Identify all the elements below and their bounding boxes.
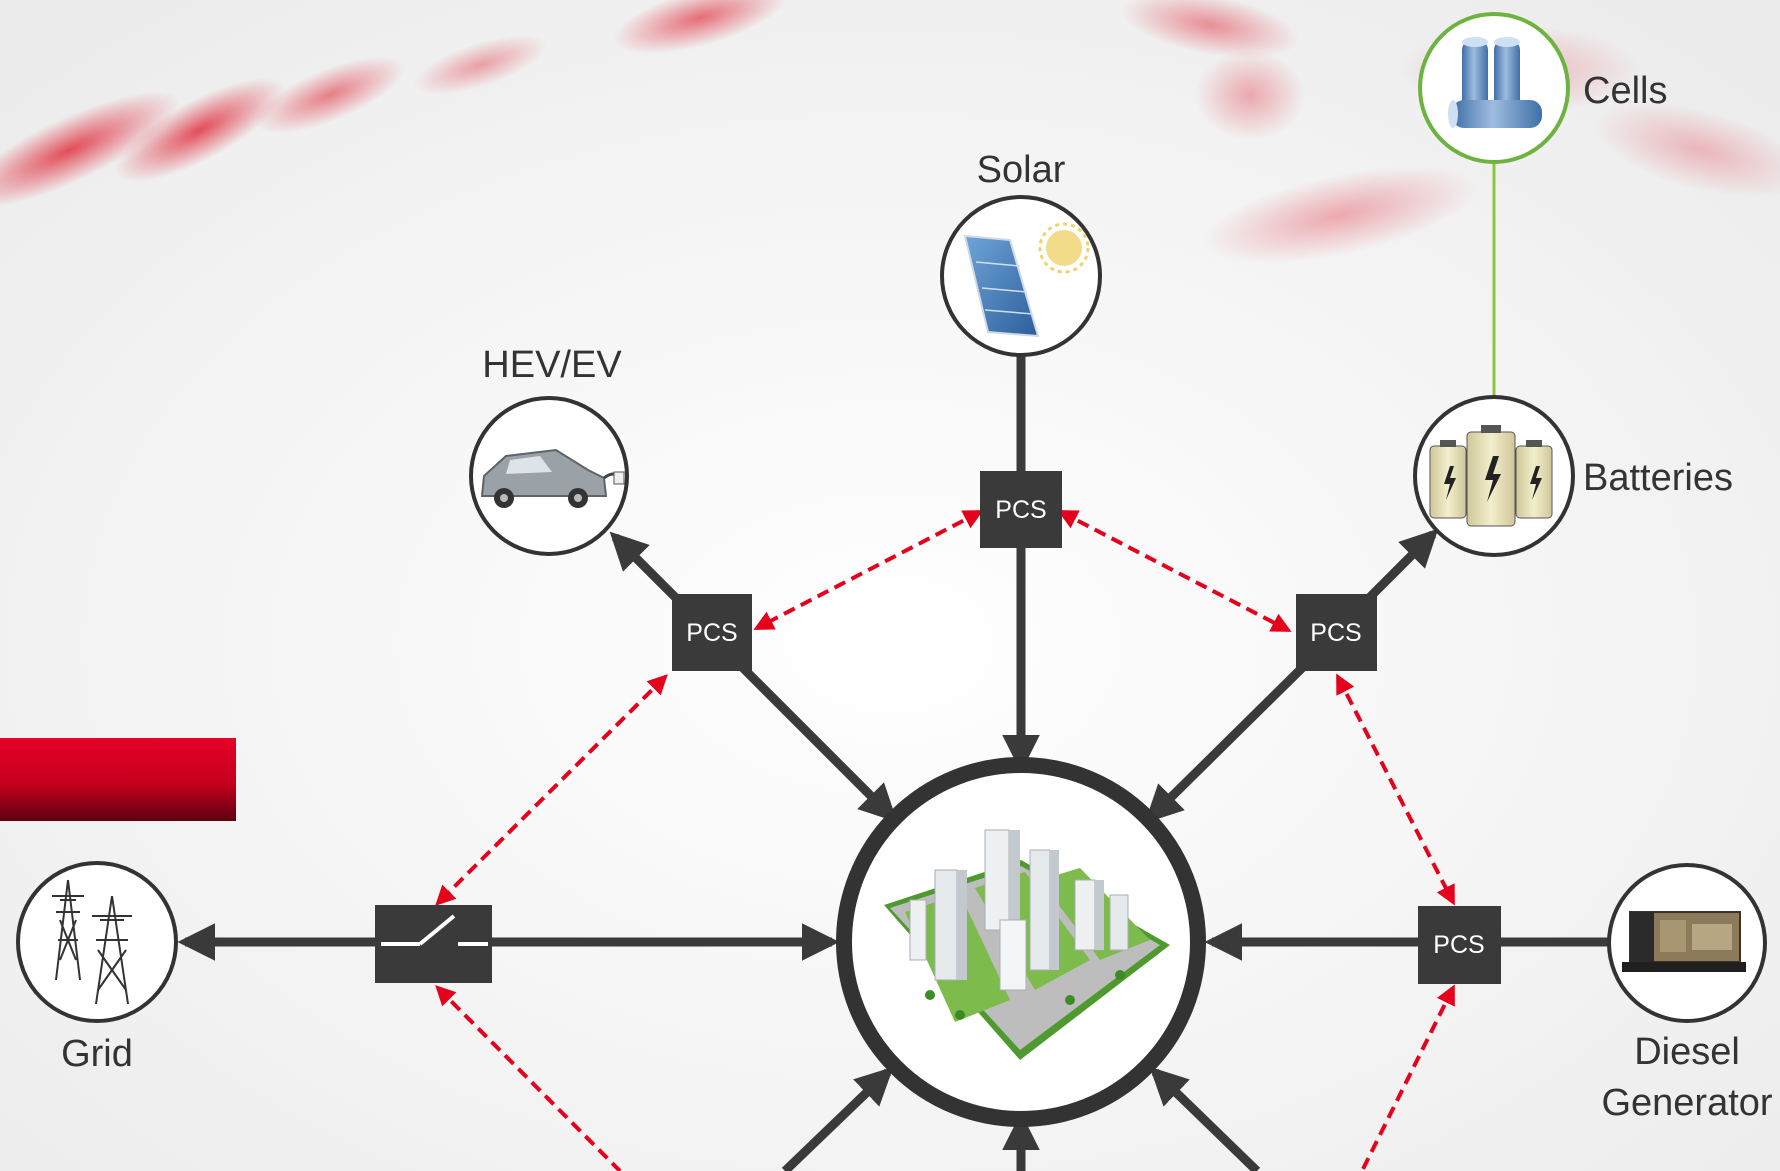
- svg-text:PCS: PCS: [1433, 931, 1484, 959]
- diesel-label-line2: Generator: [1601, 1082, 1772, 1124]
- svg-text:PCS: PCS: [995, 496, 1046, 524]
- pcs-top: PCS: [980, 471, 1062, 548]
- solar-label: Solar: [977, 149, 1066, 191]
- batteries-icon: [1430, 425, 1552, 526]
- hub-node: [844, 765, 1198, 1119]
- diesel-generator-node: Diesel Generator: [1601, 865, 1772, 1124]
- hev-ev-label: HEV/EV: [482, 344, 622, 386]
- switch-icon: [375, 905, 492, 983]
- pcs-left: PCS: [672, 594, 752, 671]
- svg-text:PCS: PCS: [686, 619, 737, 647]
- accent-bar: [0, 738, 236, 821]
- hev-ev-node: HEV/EV: [471, 344, 627, 554]
- pcs-lower-right: PCS: [1418, 906, 1501, 984]
- pcs-right: PCS: [1296, 594, 1377, 671]
- grid-label: Grid: [61, 1033, 133, 1075]
- cells-label: Cells: [1583, 70, 1667, 112]
- svg-text:PCS: PCS: [1310, 619, 1361, 647]
- diesel-generator-icon: [1622, 912, 1746, 972]
- batteries-label: Batteries: [1583, 457, 1733, 499]
- diesel-label-line1: Diesel: [1634, 1031, 1740, 1073]
